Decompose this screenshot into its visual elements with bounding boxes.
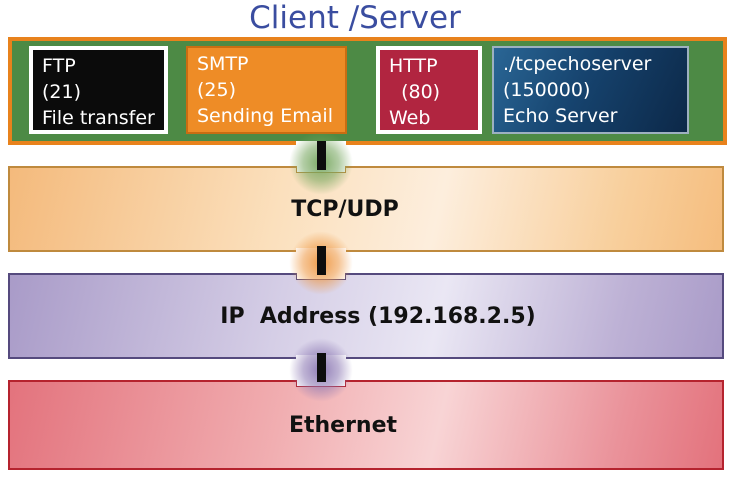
echo-server-service-box: ./tcpechoserver (150000) Echo Server: [492, 46, 689, 134]
ftp-protocol-label: FTP: [42, 55, 76, 77]
ftp-service-box: FTP (21) File transfer: [29, 46, 168, 134]
echo-server-command-label: ./tcpechoserver: [503, 53, 652, 75]
ethernet-label: Ethernet: [288, 412, 398, 438]
http-protocol-label: HTTP: [389, 55, 438, 77]
http-description-label: Web: [389, 107, 431, 129]
echo-server-description-label: Echo Server: [503, 105, 618, 127]
tcp-udp-label: TCP/UDP: [291, 196, 399, 222]
smtp-port-label: (25): [197, 79, 237, 101]
ip-address-label: IP Address (192.168.2.5): [220, 303, 536, 329]
ethernet-layer-bar: Ethernet: [8, 380, 724, 470]
ip-layer-bar: IP Address (192.168.2.5): [8, 273, 724, 359]
ftp-port-label: (21): [42, 81, 82, 103]
http-service-box: HTTP (80) Web: [376, 46, 482, 134]
echo-server-port-label: (150000): [503, 79, 591, 101]
smtp-service-box: SMTP (25) Sending Email: [186, 46, 347, 134]
smtp-protocol-label: SMTP: [197, 53, 249, 75]
ftp-description-label: File transfer: [42, 107, 155, 129]
smtp-description-label: Sending Email: [197, 105, 333, 127]
connector-bar-app-to-tcp: [317, 141, 326, 170]
connector-bar-tcp-to-ip: [317, 246, 326, 275]
http-port-label: (80): [389, 81, 441, 103]
tcp-udp-layer-bar: TCP/UDP: [8, 166, 724, 252]
page-title: Client /Server: [249, 0, 461, 36]
connector-bar-ip-to-ethernet: [317, 353, 326, 382]
